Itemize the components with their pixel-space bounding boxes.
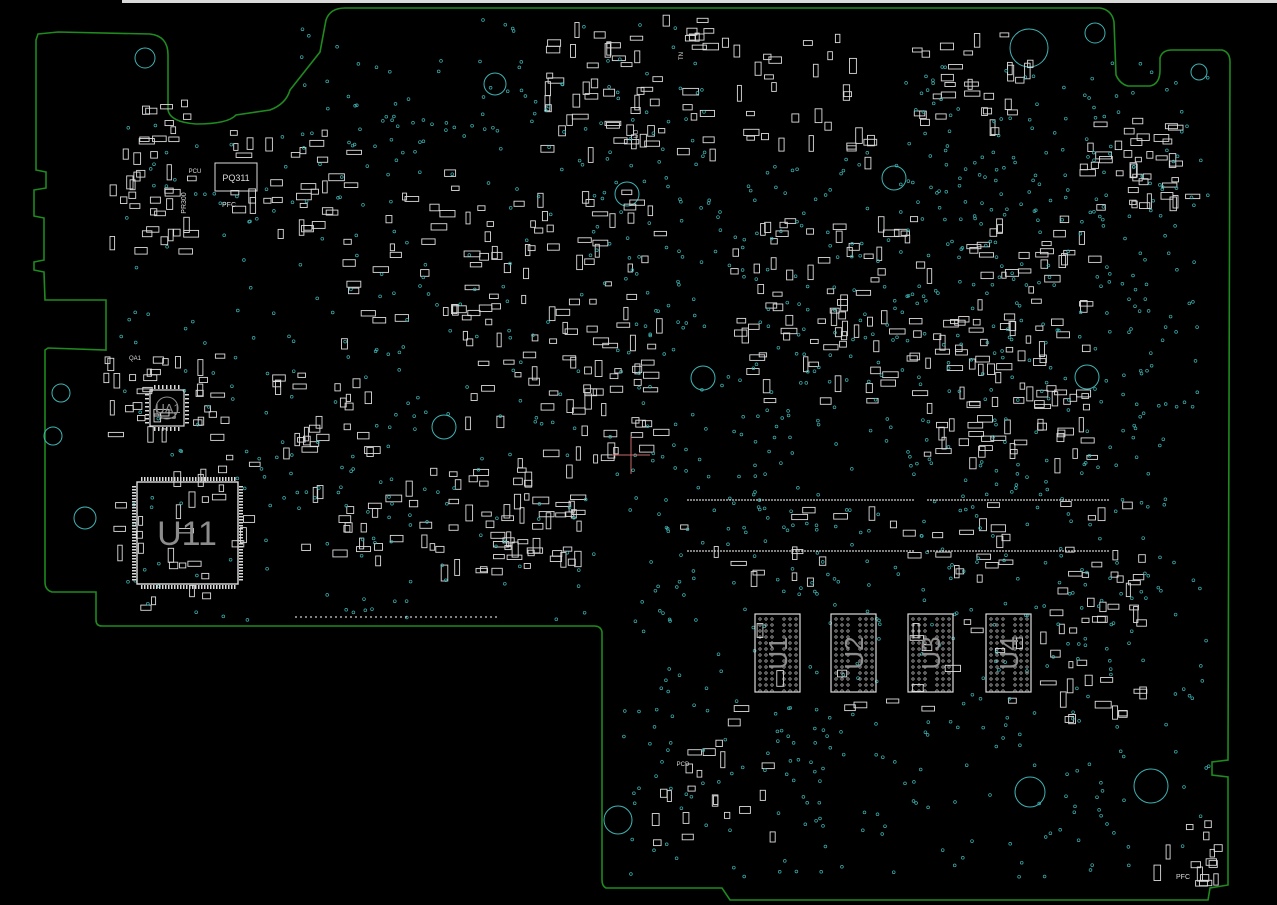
board-components	[43, 14, 1223, 887]
chip-u2-label: U2	[839, 636, 869, 669]
chip-u4-label: U4	[994, 636, 1024, 669]
refdes-tn: TN	[679, 52, 685, 60]
part-pq311-body[interactable]	[214, 162, 258, 192]
chip-u11-label: U11	[157, 515, 217, 553]
refdes-qa: QA1	[129, 356, 142, 362]
chip-u4-body[interactable]	[985, 613, 1032, 693]
refdes-pfc-b: PFC	[1176, 874, 1190, 881]
chip-ua1-label: UA1	[155, 401, 180, 416]
chip-u3-label: U3	[916, 636, 946, 669]
chip-u1-label: U1	[763, 636, 793, 669]
chip-u1-body[interactable]	[754, 613, 801, 693]
crosshair-cursor	[612, 436, 650, 474]
chip-ua1-body[interactable]	[149, 389, 185, 427]
chip-u11-body[interactable]	[136, 481, 239, 585]
refdes-pr300: PR300	[181, 192, 188, 214]
chip-ua1-ring	[155, 396, 179, 420]
top-edge-line	[122, 0, 1277, 3]
chip-u2-body[interactable]	[830, 613, 877, 693]
refdes-pfc-a: PFC	[222, 202, 236, 209]
chip-u3-body[interactable]	[907, 613, 954, 693]
refdes-pq311: PQ311	[222, 173, 249, 183]
refdes-pcu: PCU	[189, 169, 202, 175]
refdes-pcd: PCD	[677, 762, 690, 768]
refdes-ud: UD	[634, 129, 640, 138]
board-outline	[33, 7, 1231, 901]
